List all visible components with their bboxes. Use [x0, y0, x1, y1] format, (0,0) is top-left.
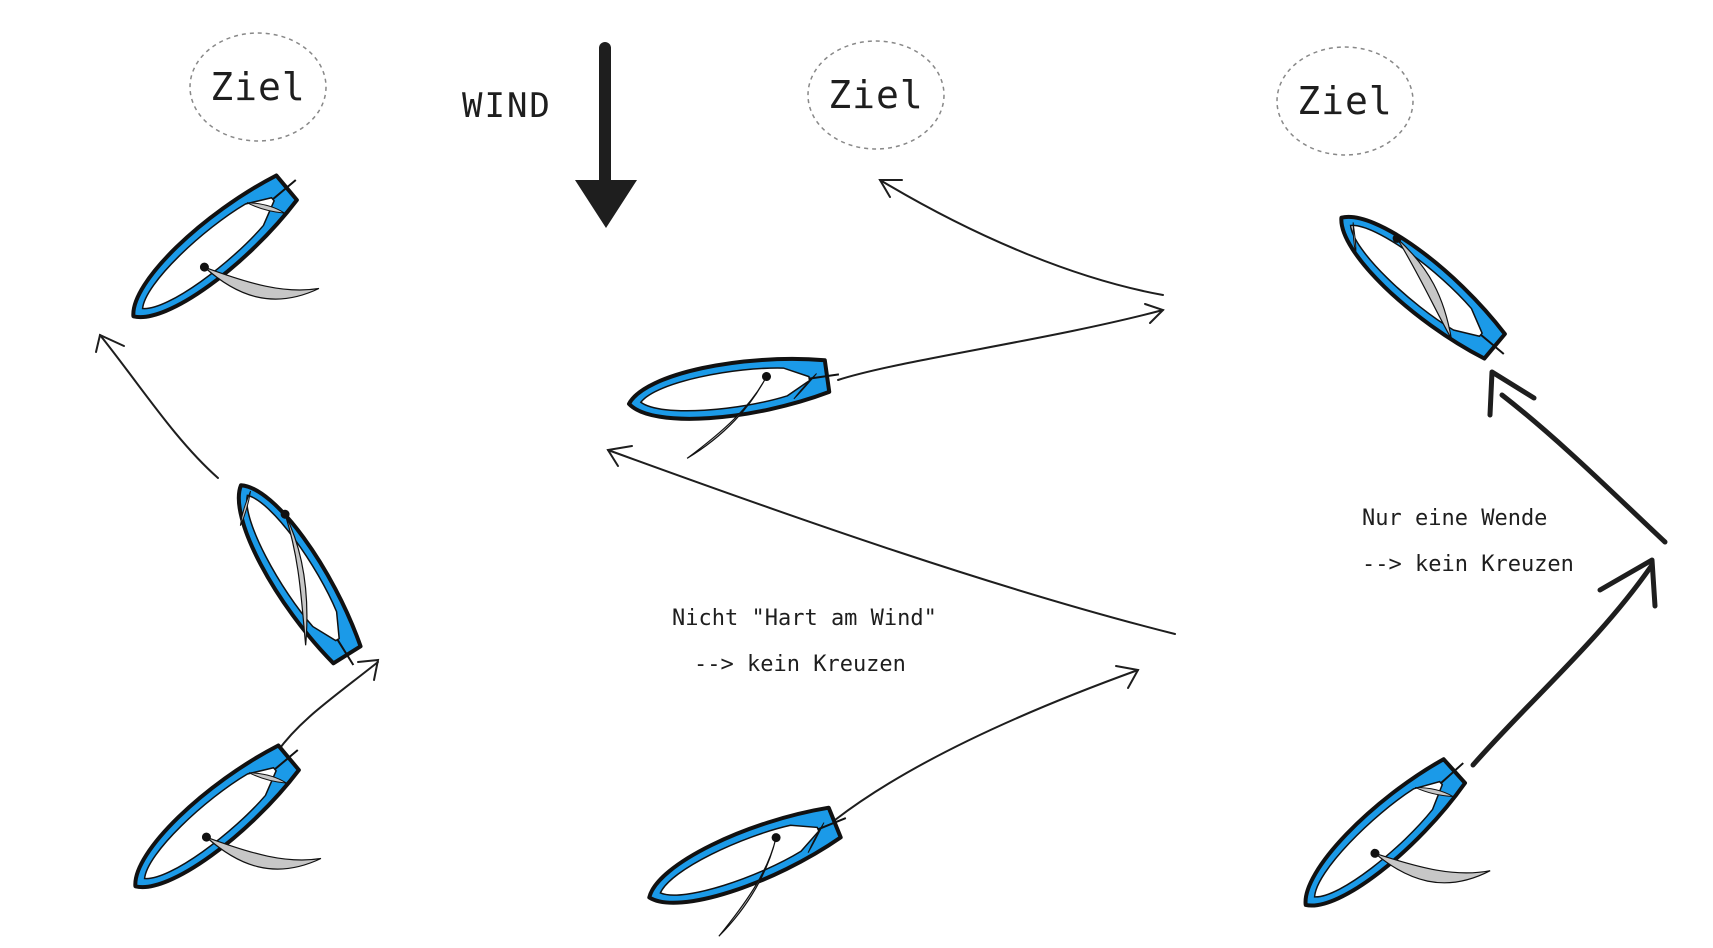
right-path-upper — [1499, 392, 1668, 545]
boat-jib — [248, 772, 287, 784]
boat-jib — [1352, 222, 1357, 254]
boat-sail — [1374, 852, 1491, 884]
boat-sail — [206, 836, 322, 870]
boat-jib — [1415, 786, 1454, 798]
boat-right-top — [1322, 195, 1523, 377]
boat-jib — [246, 202, 285, 214]
target-label-left: Ziel — [210, 65, 306, 109]
left-course — [95, 333, 380, 753]
note-middle-line-1: Nicht "Hart am Wind" — [672, 606, 937, 631]
boat-jib — [807, 822, 825, 853]
wind-label: WIND — [462, 86, 552, 126]
boat-jib — [239, 490, 252, 526]
right-arrowhead-upper — [1487, 369, 1537, 418]
middle-arrowhead-4 — [878, 179, 903, 198]
boat-mast — [199, 262, 209, 272]
boat-jib — [793, 373, 817, 400]
middle-course — [606, 179, 1176, 821]
boat-left-bottom — [116, 727, 322, 909]
wind-arrow-icon — [575, 42, 637, 228]
target-label-middle: Ziel — [828, 73, 924, 117]
boat-sail — [204, 266, 320, 300]
middle-path-2 — [607, 449, 1176, 635]
note-right-line-1: Nur eine Wende — [1362, 506, 1548, 531]
right-arrowhead-lower — [1597, 557, 1658, 609]
boat-sail — [686, 376, 768, 459]
middle-path-1 — [834, 669, 1139, 821]
boat-sail — [284, 513, 308, 646]
boat-middle-bottom — [637, 791, 858, 937]
right-path-lower — [1470, 562, 1655, 768]
boat-mast — [1370, 848, 1380, 858]
middle-arrowhead-3 — [1144, 303, 1165, 324]
left-arrowhead-lower — [357, 658, 380, 681]
boat-sail — [718, 837, 777, 937]
middle-arrowhead-1 — [1115, 665, 1140, 689]
left-path-upper — [99, 334, 219, 479]
middle-path-4 — [879, 179, 1164, 296]
boat-left-middle — [216, 469, 378, 681]
boat-right-bottom — [1286, 741, 1491, 927]
boat-mast — [761, 372, 771, 382]
note-right: Nur eine Wende --> kein Kreuzen — [1362, 496, 1574, 588]
note-middle-line-2: --> kein Kreuzen — [694, 652, 906, 677]
boat-mast — [1392, 233, 1402, 243]
note-right-line-2: --> kein Kreuzen — [1362, 552, 1574, 577]
note-middle: Nicht "Hart am Wind" --> kein Kreuzen — [672, 596, 937, 688]
target-circle-middle — [807, 40, 945, 150]
middle-path-3 — [837, 309, 1164, 381]
boat-sail — [1396, 237, 1452, 340]
left-path-lower — [276, 661, 379, 753]
boat-middle-top — [623, 346, 845, 459]
boat-left-top — [114, 157, 320, 339]
boat-mast — [280, 509, 290, 519]
middle-arrowhead-2 — [606, 445, 633, 467]
left-arrowhead-upper — [95, 333, 125, 353]
target-circle-left — [189, 32, 327, 142]
boat-mast — [771, 833, 781, 843]
target-circle-right — [1276, 46, 1414, 156]
boat-mast — [201, 832, 211, 842]
target-label-right: Ziel — [1297, 79, 1393, 123]
right-course — [1470, 369, 1668, 768]
